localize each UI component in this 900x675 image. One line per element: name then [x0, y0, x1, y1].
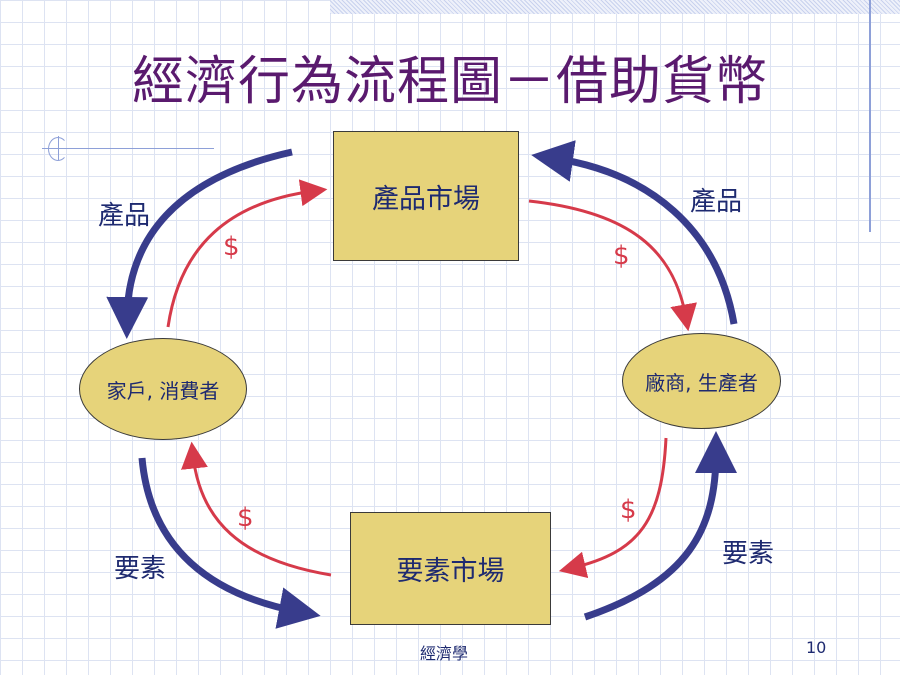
- money-bottom-right-label: $: [620, 495, 637, 525]
- page-number: 10: [806, 638, 827, 657]
- product-flow-right-arrow: [531, 140, 738, 325]
- money-flow-top-left-arrow: [166, 179, 328, 328]
- factor-flow-right-label: 要素: [722, 539, 775, 569]
- money-flow-bottom-right-arrow: [558, 437, 668, 579]
- product-market-box: 產品市場: [333, 131, 519, 261]
- firm-label: 廠商, 生產者: [645, 370, 758, 395]
- factor-flow-right-arrow: [583, 431, 737, 621]
- left-decorative-arc: [48, 137, 68, 161]
- product-market-label: 產品市場: [372, 183, 480, 215]
- money-flow-bottom-left-arrow: [181, 441, 332, 577]
- product-flow-left-label: 產品: [98, 201, 151, 231]
- household-node: 家戶, 消費者: [79, 338, 247, 440]
- product-flow-left-arrow: [106, 148, 293, 339]
- slide-title: 經濟行為流程圖－借助貨幣: [131, 52, 768, 112]
- money-bottom-left-label: $: [237, 503, 254, 533]
- product-flow-right-label: 產品: [690, 187, 743, 217]
- header-hatch-band: [330, 0, 900, 14]
- factor-market-box: 要素市場: [350, 512, 551, 625]
- money-top-right-label: $: [613, 241, 630, 271]
- right-decorative-rule: [869, 0, 871, 232]
- money-flow-top-right-arrow: [528, 199, 697, 332]
- factor-market-label: 要素市場: [396, 556, 505, 587]
- firm-node: 廠商, 生產者: [622, 333, 781, 429]
- left-decorative-rule: [42, 148, 214, 149]
- factor-flow-left-label: 要素: [114, 554, 167, 584]
- household-label: 家戶, 消費者: [106, 378, 220, 403]
- footer-text: 經濟學: [420, 644, 469, 663]
- money-top-left-label: $: [223, 232, 240, 262]
- factor-flow-left-arrow: [138, 457, 321, 629]
